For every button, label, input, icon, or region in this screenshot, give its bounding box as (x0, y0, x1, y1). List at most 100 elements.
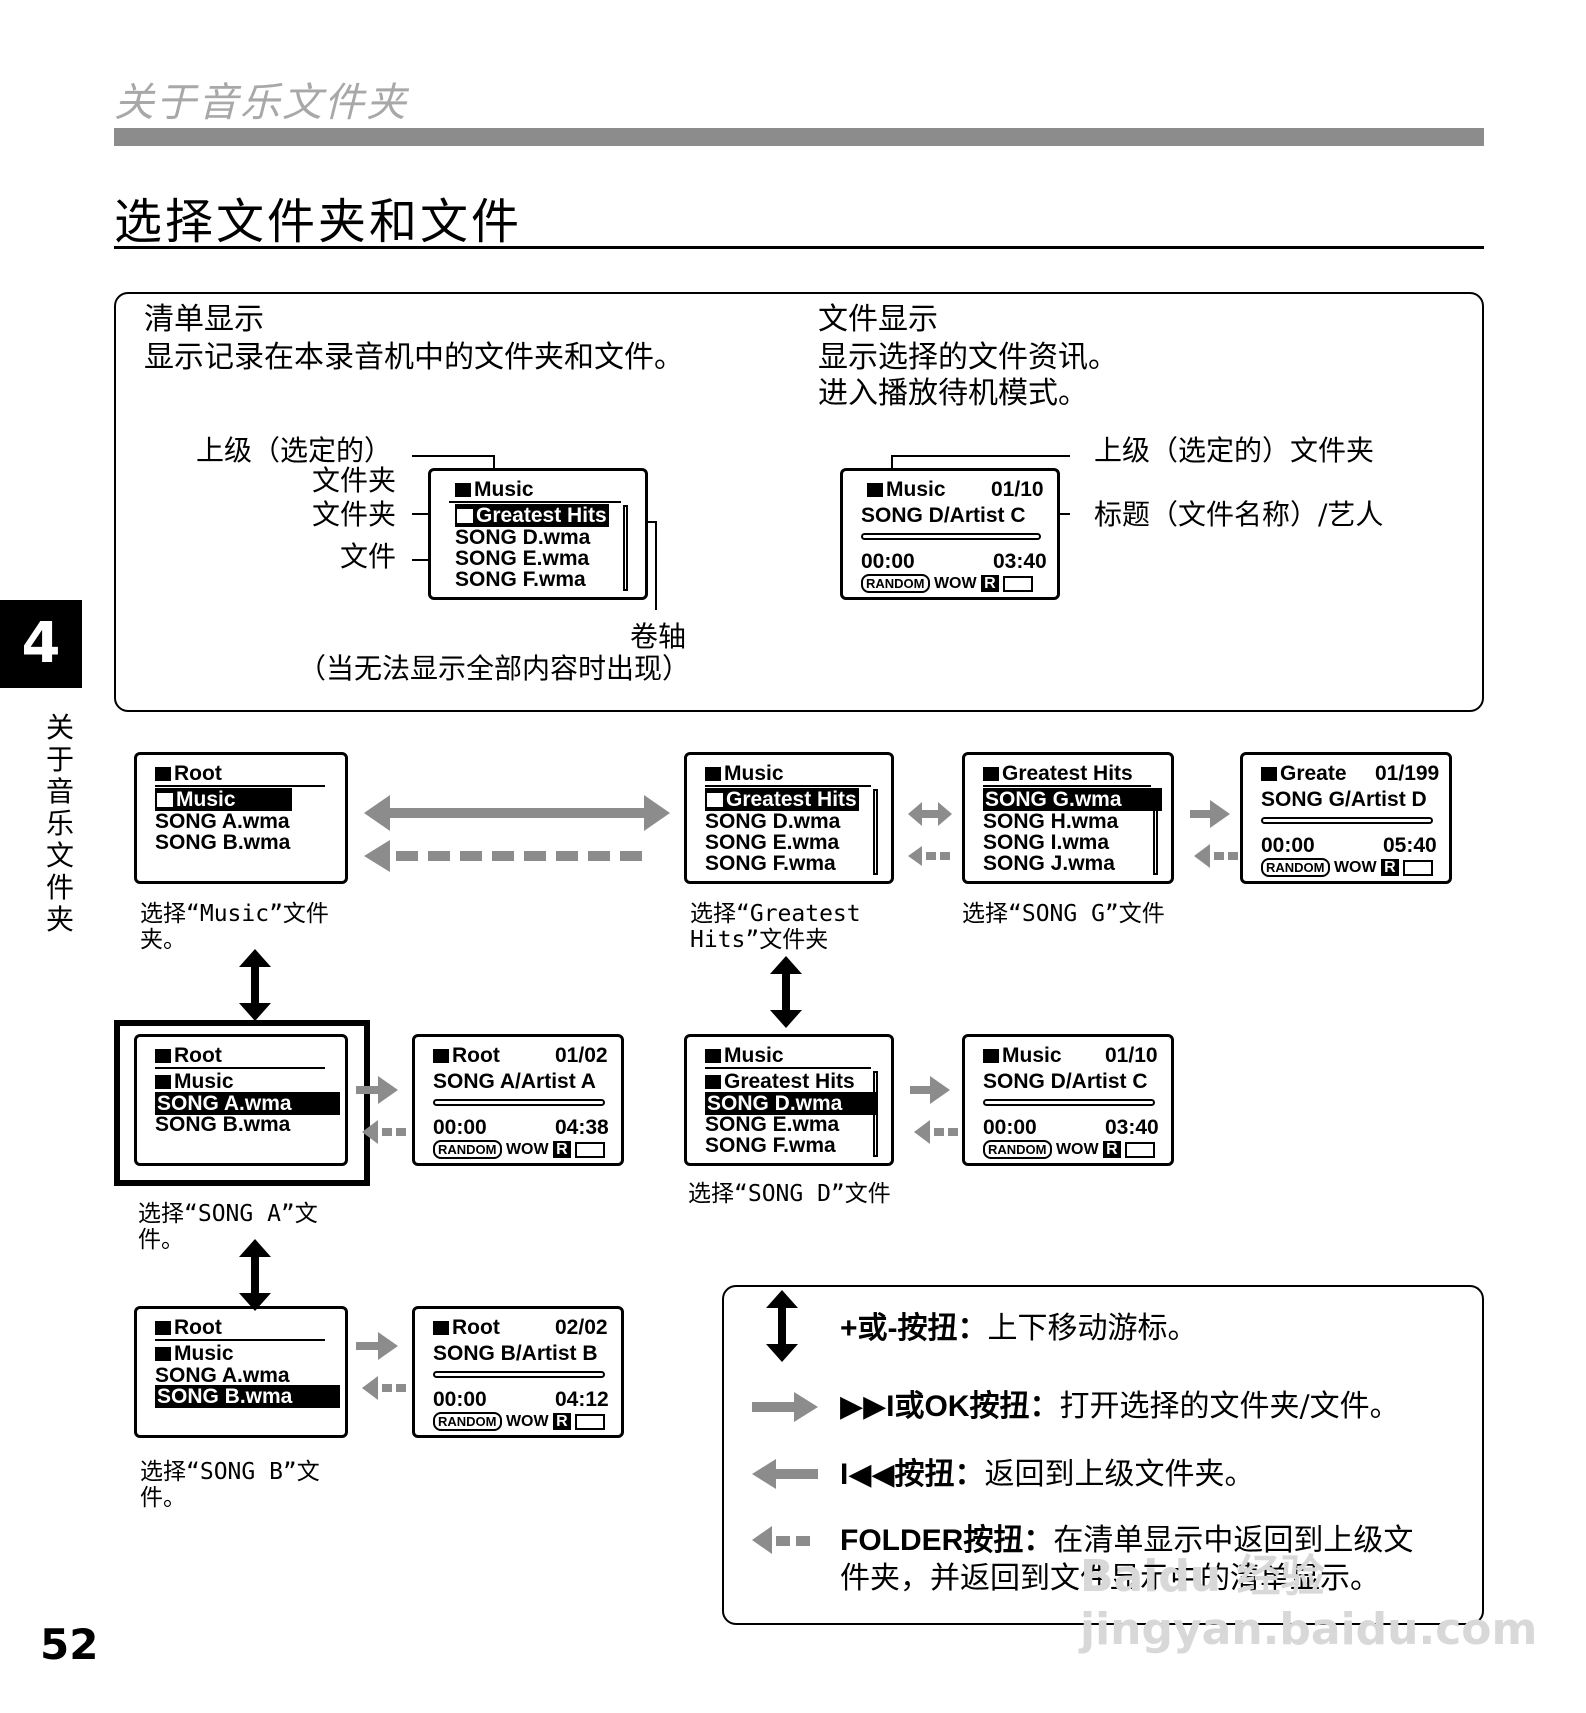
folder-icon (983, 767, 999, 781)
lcd-divider (155, 1067, 325, 1069)
watermark: Baidu 经验 jingyan.baidu.com (1080, 1551, 1538, 1655)
lcd-item: SONG A.wma (155, 1364, 290, 1387)
folder-icon (433, 1321, 449, 1335)
scrollbar (873, 789, 878, 875)
screen-root-music: Root Music SONG A.wma SONG B.wma (134, 752, 348, 884)
screen-songd-file: Music 01/10 SONG D/Artist C 00:00 03:40 … (962, 1034, 1174, 1166)
legend-back-key: I◀◀按扭： (840, 1458, 985, 1491)
info-box (114, 292, 1484, 712)
lcd-header: Root (174, 762, 222, 785)
screen-songb-file: Root 02/02 SONG B/Artist B 00:00 04:12 R… (412, 1306, 624, 1438)
repeat-indicator: R (1103, 1141, 1121, 1158)
repeat-indicator: R (553, 1141, 571, 1158)
label-scroll-note: （当无法显示全部内容时出现） (298, 652, 691, 685)
screen-gh-list: Greatest Hits SONG G.wma SONG H.wma SONG… (962, 752, 1174, 884)
folder-icon (867, 483, 883, 497)
legend-box (722, 1285, 1484, 1625)
lcd-flags: RANDOM WOW R (1261, 857, 1434, 879)
random-indicator: RANDOM (1261, 858, 1330, 877)
current-selection-frame (114, 1020, 370, 1186)
lcd-item-selected: SONG D.wma (705, 1092, 877, 1115)
screen-music-songd: Music Greatest Hits SONG D.wma SONG E.wm… (684, 1034, 894, 1166)
scrollbar (873, 1071, 878, 1157)
lcd-elapsed: 00:00 (1261, 834, 1315, 857)
battery-icon (575, 1141, 606, 1158)
lcd-item: SONG B.wma (155, 1113, 291, 1136)
screen-root-songa: Root Music SONG A.wma SONG B.wma (134, 1034, 348, 1166)
scrollbar (623, 505, 628, 591)
list-display-desc: 显示记录在本录音机中的文件夹和文件。 (144, 340, 684, 375)
lcd-elapsed: 00:00 (433, 1388, 487, 1411)
folder-icon (157, 793, 173, 807)
caption-gh-2: Hits”文件夹 (690, 927, 829, 953)
folder-icon (707, 793, 723, 807)
example-list-screen: Music Greatest Hits SONG D.wma SONG E.wm… (428, 468, 648, 600)
lcd-elapsed: 00:00 (433, 1116, 487, 1139)
lcd-title: SONG G/Artist D (1261, 788, 1427, 811)
lcd-item-selected: SONG A.wma (155, 1092, 340, 1115)
caption-songg: 选择“SONG G”文件 (962, 901, 1165, 927)
caption-music-2: 夹。 (140, 927, 186, 953)
lcd-header: Root (452, 1316, 500, 1339)
lcd-item-selected: SONG G.wma (983, 788, 1162, 811)
file-display-title: 文件显示 (818, 302, 938, 337)
label-parent-line1: 上级（选定的） (196, 434, 393, 467)
caption-songa-2: 件。 (138, 1227, 184, 1253)
legend-forward-key: ▶▶I或OK按扭： (840, 1390, 1060, 1423)
lcd-item: SONG H.wma (983, 810, 1119, 833)
lcd-divider (155, 1339, 325, 1341)
folder-back-icon (752, 1526, 772, 1554)
screen-songa-file: Root 01/02 SONG A/Artist A 00:00 04:38 R… (412, 1034, 624, 1166)
random-indicator: RANDOM (983, 1140, 1052, 1159)
label-folder: 文件夹 (312, 498, 397, 531)
label-parent-line2: 文件夹 (312, 464, 397, 497)
random-indicator: RANDOM (433, 1140, 502, 1159)
legend-updown-key: +或-按扭： (840, 1312, 988, 1345)
file-display-desc-1: 显示选择的文件资讯。 (818, 340, 1118, 375)
lcd-item: Music (174, 1342, 234, 1365)
lcd-item: SONG A.wma (155, 810, 290, 833)
progress-bar (861, 533, 1041, 540)
folder-icon (155, 1347, 171, 1361)
legend-forward-text: 打开选择的文件夹/文件。 (1059, 1389, 1400, 1424)
section-rule (114, 246, 1484, 249)
battery-icon (1403, 859, 1434, 876)
lcd-item-selected: Music (176, 788, 236, 811)
lcd-header: Root (174, 1316, 222, 1339)
lcd-header: Music (886, 478, 946, 501)
legend-updown-text: 上下移动游标。 (987, 1311, 1198, 1346)
lcd-item: Greatest Hits (724, 1070, 855, 1093)
lcd-index: 01/02 (555, 1044, 608, 1067)
lcd-item: Music (174, 1070, 234, 1093)
forward-arrow-icon (752, 1402, 798, 1412)
wow-indicator: WOW (505, 1141, 549, 1158)
random-indicator: RANDOM (433, 1412, 502, 1431)
lcd-flags: RANDOM WOW R (433, 1139, 606, 1161)
lcd-item: SONG I.wma (983, 831, 1110, 854)
progress-bar (433, 1371, 605, 1378)
screen-gh-file: Greate 01/199 SONG G/Artist D 00:00 05:4… (1240, 752, 1452, 884)
chapter-tab: 4 (0, 600, 82, 688)
lcd-item: SONG F.wma (705, 852, 836, 875)
lcd-item-selected: SONG B.wma (155, 1385, 341, 1408)
lcd-item-selected: Greatest Hits (476, 504, 607, 527)
lcd-divider (983, 785, 1151, 787)
lcd-divider (449, 501, 621, 503)
lcd-item: SONG D.wma (455, 526, 591, 549)
lcd-header: Greatest Hits (1002, 762, 1133, 785)
lcd-index: 01/10 (991, 478, 1044, 501)
folder-icon (433, 1049, 449, 1063)
header-bar (114, 128, 1484, 146)
back-arrow-icon (752, 1459, 776, 1489)
lcd-item: SONG E.wma (705, 831, 840, 854)
repeat-indicator: R (1381, 859, 1399, 876)
battery-icon (575, 1413, 606, 1430)
lcd-total: 03:40 (993, 550, 1047, 573)
caption-songa-1: 选择“SONG A”文 (138, 1201, 318, 1227)
lcd-header: Music (724, 1044, 784, 1067)
lcd-divider (155, 785, 325, 787)
label-title-artist: 标题（文件名称）/艺人 (1094, 498, 1384, 531)
label-file: 文件 (340, 540, 397, 573)
lcd-header: Music (474, 478, 534, 501)
